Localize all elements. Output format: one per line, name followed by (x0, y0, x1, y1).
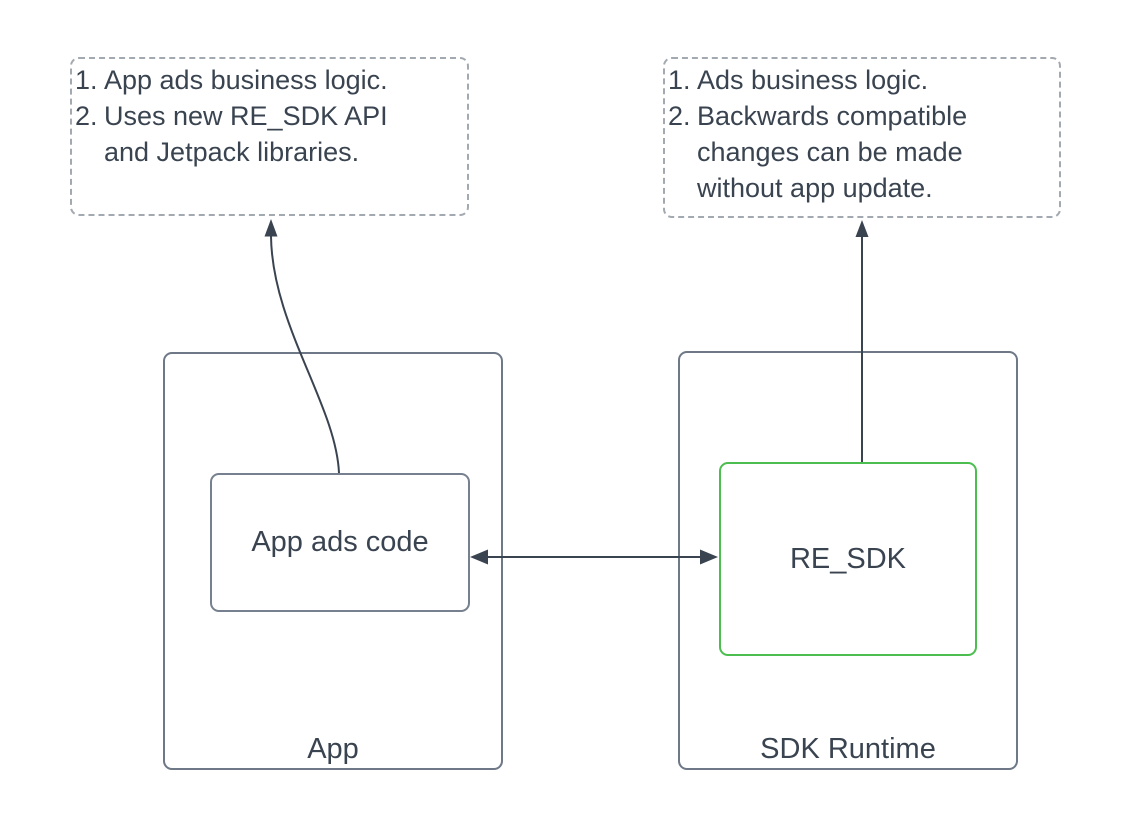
list-item-number: 2. (668, 101, 691, 131)
node-re-sdk-label: RE_SDK (789, 542, 907, 575)
node-app-ads-code: App ads code (210, 473, 470, 612)
list-item-number: 1. (75, 65, 98, 95)
list-item: 1. App ads business logic. (75, 62, 463, 98)
list-item-text: Ads business logic. (697, 65, 929, 95)
list-item-number: 1. (668, 65, 691, 95)
list-item: 2. Backwards compatible changes can be m… (668, 98, 1055, 206)
container-app-label: App (307, 733, 359, 765)
list-item-text: App ads business logic. (104, 65, 388, 95)
node-re-sdk: RE_SDK (719, 462, 977, 656)
list-item-text: Backwards compatible changes can be made… (697, 101, 968, 203)
list-item-number: 2. (75, 101, 98, 131)
node-app-ads-code-label: App ads code (251, 526, 429, 558)
list-item: 2. Uses new RE_SDK API and Jetpack libra… (75, 98, 463, 170)
list-item-text: Uses new RE_SDK API and Jetpack librarie… (104, 101, 388, 167)
note-sdk-annotations: 1. Ads business logic. 2. Backwards comp… (663, 57, 1061, 218)
container-sdk-runtime-label: SDK Runtime (760, 733, 936, 765)
note-app-annotations: 1. App ads business logic. 2. Uses new R… (70, 57, 469, 216)
list-item: 1. Ads business logic. (668, 62, 1055, 98)
container-sdk-runtime: SDK Runtime (678, 351, 1018, 770)
